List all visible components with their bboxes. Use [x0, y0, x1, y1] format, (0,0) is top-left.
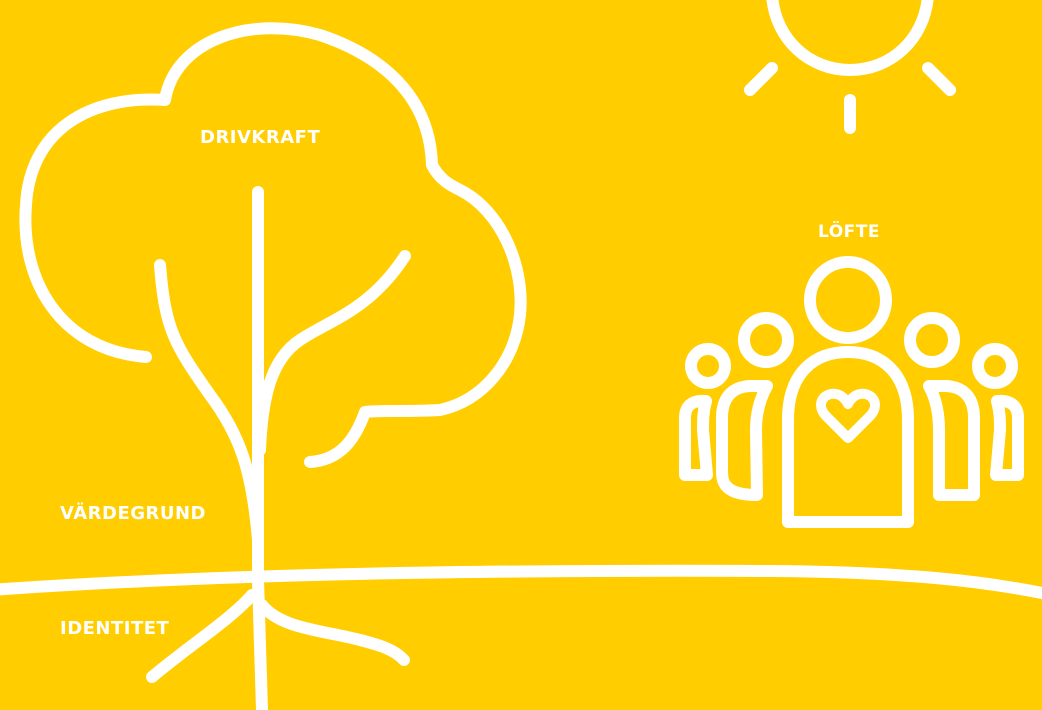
- roots-right-icon: [262, 605, 404, 660]
- tree-branch-left-icon: [160, 265, 258, 540]
- heart-icon: [821, 394, 875, 438]
- ground-line: [0, 571, 1042, 595]
- tree-crown-icon: [25, 28, 520, 462]
- sun-ray-right-icon: [928, 68, 950, 90]
- tree-branch-right-icon: [260, 256, 405, 450]
- label-vardegrund: VÄRDEGRUND: [60, 505, 206, 523]
- label-identitet: IDENTITET: [60, 620, 169, 638]
- label-drivkraft: DRIVKRAFT: [200, 129, 320, 147]
- sun-ray-left-icon: [750, 68, 772, 90]
- people-group-icon: [685, 262, 1018, 522]
- sun-icon: [772, 0, 928, 70]
- label-lofte: LÖFTE: [818, 224, 880, 241]
